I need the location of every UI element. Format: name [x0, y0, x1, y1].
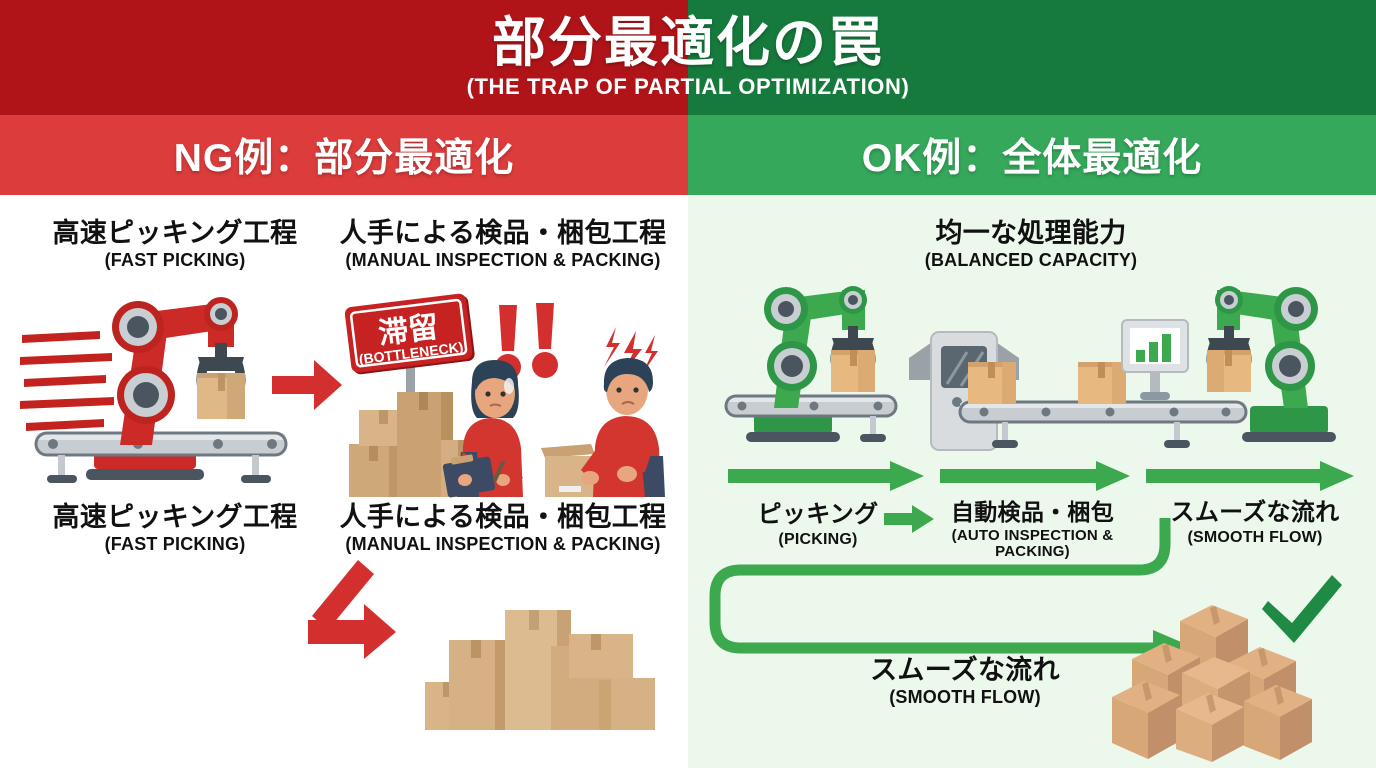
stressed-male-worker-icon [581, 358, 665, 497]
label-manual-inspection-bottom-jp: 人手による検品・梱包工程 [339, 502, 667, 532]
label-fast-picking-top-jp: 高速ピッキング工程 [52, 218, 298, 248]
label-auto-inspection-en: (AUTO INSPECTION & PACKING) [951, 526, 1114, 560]
label-smooth-flow-top: スムーズな流れ (SMOOTH FLOW) [1150, 499, 1360, 547]
stressed-female-worker-icon [442, 360, 523, 498]
label-smooth-flow-top-en: (SMOOTH FLOW) [1187, 528, 1323, 546]
label-fast-picking-bottom-jp: 高速ピッキング工程 [52, 502, 298, 532]
label-manual-inspection-top: 人手による検品・梱包工程 (MANUAL INSPECTION & PACKIN… [333, 218, 673, 270]
label-auto-inspection-jp: 自動検品・梱包 [950, 499, 1115, 525]
label-balanced-capacity-en: (BALANCED CAPACITY) [924, 250, 1138, 271]
label-manual-inspection-top-jp: 人手による検品・梱包工程 [339, 218, 667, 248]
red-diagonal-arrow-icon [308, 560, 396, 659]
subtitle-ok-label: OK例：全体最適化 [861, 137, 1203, 180]
label-smooth-flow-top-jp: スムーズな流れ [1170, 499, 1340, 526]
header-band-left [0, 0, 688, 115]
label-picking: ピッキング (PICKING) [723, 501, 913, 549]
subtitle-ng-label: NG例：部分最適化 [173, 137, 515, 180]
header-band-right [688, 0, 1376, 115]
subtitle-bar-ng: NG例：部分最適化 [0, 115, 688, 195]
green-small-arrow-icon [884, 505, 934, 533]
label-fast-picking-bottom: 高速ピッキング工程 (FAST PICKING) [25, 502, 325, 554]
label-fast-picking-top: 高速ピッキング工程 (FAST PICKING) [25, 218, 325, 270]
label-smooth-flow-bottom: スムーズな流れ (SMOOTH FLOW) [815, 655, 1115, 707]
bar-chart-monitor-icon [1121, 319, 1189, 400]
exclamation-marks-icon [495, 303, 558, 380]
label-picking-jp: ピッキング [757, 501, 879, 528]
green-checkmark-icon [1262, 575, 1342, 643]
green-robot-arm-icon [724, 286, 898, 442]
sign-label-jp: 滞留 [377, 311, 441, 351]
messy-box-pile-bottom-icon [425, 610, 655, 730]
manual-workers-scene [349, 358, 665, 498]
subtitle-bar-ok: OK例：全体最適化 [688, 115, 1376, 195]
label-manual-inspection-bottom: 人手による検品・梱包工程 (MANUAL INSPECTION & PACKIN… [333, 502, 673, 554]
bottleneck-sign: 滞留 (BOTTLENECK) [344, 293, 475, 406]
label-manual-inspection-top-en: (MANUAL INSPECTION & PACKING) [345, 250, 661, 271]
label-smooth-flow-bottom-jp: スムーズな流れ [870, 655, 1060, 685]
green-flow-arrow-icon [728, 461, 1354, 491]
red-robot-arm-icon [20, 297, 288, 483]
conveyor-belt-icon [958, 362, 1248, 448]
label-fast-picking-top-en: (FAST PICKING) [104, 250, 246, 271]
label-manual-inspection-bottom-en: (MANUAL INSPECTION & PACKING) [345, 534, 661, 555]
label-fast-picking-bottom-en: (FAST PICKING) [104, 534, 246, 555]
label-smooth-flow-bottom-en: (SMOOTH FLOW) [889, 687, 1041, 708]
speed-lines-icon [20, 331, 114, 431]
label-balanced-capacity: 均一な処理能力 (BALANCED CAPACITY) [838, 218, 1224, 270]
label-balanced-capacity-jp: 均一な処理能力 [935, 218, 1127, 248]
stacked-box-pyramid-icon [1112, 605, 1312, 762]
stress-lightning-icon [604, 327, 658, 375]
red-arrow-icon [272, 360, 342, 410]
green-robot-arm-mirrored-icon [1206, 286, 1336, 442]
label-auto-inspection: 自動検品・梱包 (AUTO INSPECTION & PACKING) [925, 499, 1140, 560]
label-picking-en: (PICKING) [778, 530, 858, 548]
